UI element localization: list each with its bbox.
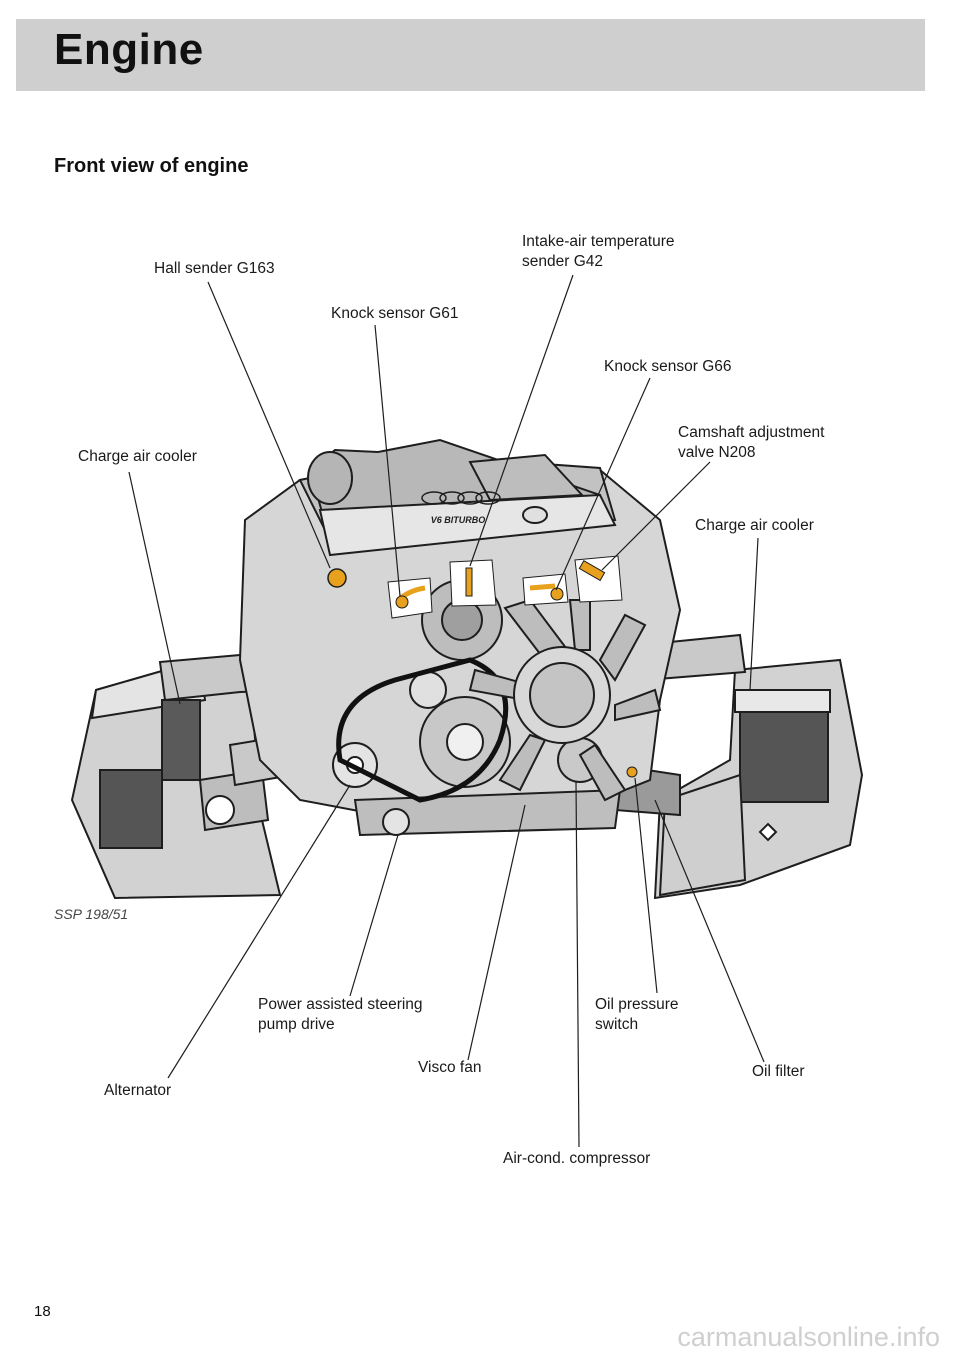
label-charge-air-cooler-left: Charge air cooler	[78, 448, 197, 465]
sensor-highlights	[327, 555, 638, 778]
header-band: Engine	[16, 19, 925, 91]
label-line: switch	[595, 1016, 639, 1033]
label-line: valve N208	[678, 444, 756, 461]
visco-fan	[468, 598, 662, 802]
label-line: Oil pressure	[595, 996, 679, 1013]
watermark: carmanualsonline.info	[677, 1322, 940, 1352]
label-line: Power assisted steering	[258, 996, 423, 1013]
label-camshaft-valve: Camshaft adjustment valve N208	[678, 423, 824, 463]
figure-reference: SSP 198/51	[54, 906, 129, 922]
label-ac-compressor: Air-cond. compressor	[503, 1150, 651, 1167]
section-title: Front view of engine	[54, 155, 249, 177]
label-knock-sensor-g61: Knock sensor G61	[331, 305, 459, 322]
charge-air-cooler-left	[70, 658, 282, 900]
label-visco-fan: Visco fan	[418, 1059, 482, 1076]
page-number: 18	[34, 1303, 51, 1320]
label-power-steering: Power assisted steering pump drive	[258, 995, 423, 1035]
label-alternator: Alternator	[104, 1082, 172, 1099]
emblem-text: V6 BITURBO	[431, 515, 486, 525]
engine-emblem: V6 BITURBO	[421, 491, 501, 525]
label-line: Intake-air temperature	[522, 233, 675, 250]
label-line: sender G42	[522, 253, 603, 270]
label-oil-filter: Oil filter	[752, 1063, 805, 1080]
label-line: Camshaft adjustment	[678, 424, 825, 441]
label-intake-air-temp: Intake-air temperature sender G42	[522, 232, 675, 272]
label-oil-pressure: Oil pressure switch	[595, 995, 679, 1035]
label-knock-sensor-g66: Knock sensor G66	[604, 358, 732, 375]
label-hall-sender: Hall sender G163	[154, 260, 275, 277]
label-charge-air-cooler-right: Charge air cooler	[695, 517, 814, 534]
leader-lines	[128, 274, 765, 1148]
label-line: pump drive	[258, 1016, 335, 1033]
page-title: Engine	[54, 25, 204, 74]
charge-air-cooler-right	[653, 658, 864, 900]
